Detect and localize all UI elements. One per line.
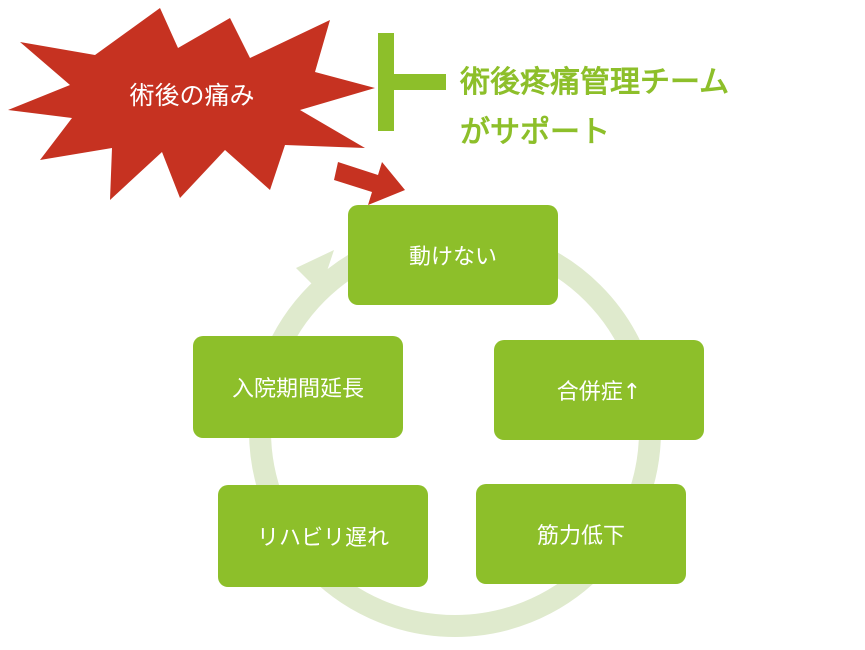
cycle-step-cannot-move: 動けない xyxy=(348,205,558,305)
block-bar-vertical xyxy=(378,33,394,131)
support-team-title: 術後疼痛管理チーム がサポート xyxy=(460,58,729,158)
support-title-line1: 術後疼痛管理チーム xyxy=(460,65,730,100)
pain-starburst xyxy=(8,8,375,200)
cycle-step-longer-stay: 入院期間延長 xyxy=(193,336,403,438)
cycle-ring-arrowhead xyxy=(296,250,334,292)
support-title-line2: がサポート xyxy=(460,115,610,150)
cycle-step-complications: 合併症↑ xyxy=(494,340,704,440)
pain-arrow xyxy=(334,162,405,205)
block-bar-horizontal xyxy=(394,74,446,90)
pain-label: 術後の痛み xyxy=(129,81,255,110)
cycle-step-muscle-weakness: 筋力低下 xyxy=(476,484,686,584)
cycle-step-rehab-delay: リハビリ遅れ xyxy=(218,485,428,587)
